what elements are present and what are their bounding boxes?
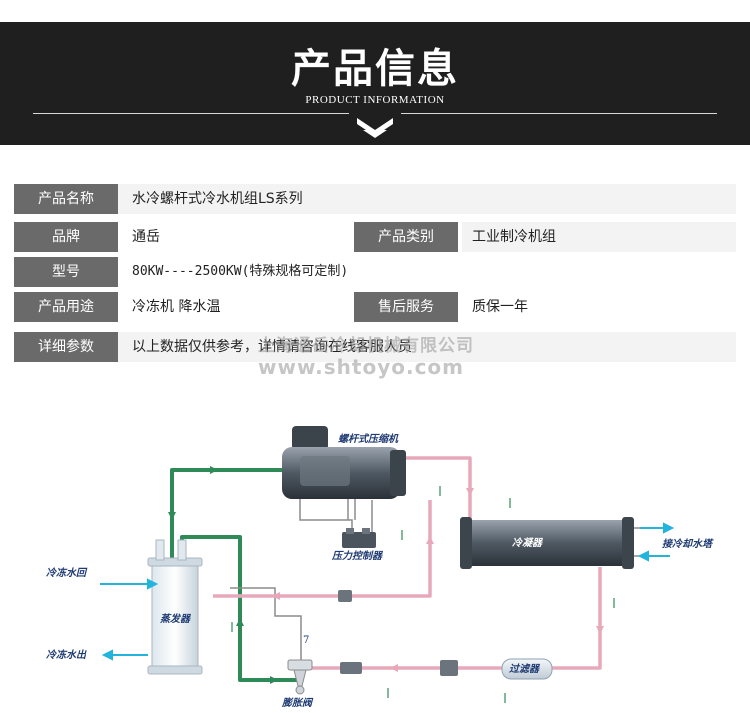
control-lines	[230, 495, 373, 660]
refrigerant-arrows	[272, 488, 604, 672]
value-brand: 通岳	[122, 222, 354, 252]
pipe-compressor-to-condenser	[400, 456, 472, 522]
label-usage: 产品用途	[14, 292, 118, 322]
value-product-name: 水冷螺杆式冷水机组LS系列	[132, 191, 303, 207]
compressor	[282, 426, 406, 499]
flow-arrows	[168, 466, 278, 684]
label-model: 型号	[14, 257, 118, 287]
pressure-controller	[342, 528, 376, 548]
arrow-left-icon	[390, 664, 398, 672]
divider-left	[33, 113, 349, 114]
arrow-left-icon	[272, 592, 280, 600]
pipe-compressor-to-evaporator	[170, 468, 290, 560]
label-service: 售后服务	[354, 292, 458, 322]
page-title: 产品信息	[291, 45, 459, 92]
value-usage: 冷冻机 降水温	[122, 292, 354, 322]
condenser	[460, 517, 660, 569]
label-chilled-out: 冷冻水出	[46, 649, 87, 661]
page-subtitle: PRODUCT INFORMATION	[305, 94, 445, 106]
product-info-header: 产品信息 PRODUCT INFORMATION	[0, 22, 750, 145]
arrow-down-icon	[168, 512, 176, 520]
water-arrows	[100, 522, 675, 661]
label-condenser: 冷凝器	[512, 537, 544, 549]
chevron-down-icon	[357, 118, 393, 138]
value-service: 质保一年	[462, 292, 736, 322]
table-row: 详细参数 以上数据仅供参考，详情请咨询在线客服人员	[14, 332, 736, 362]
arrow-right-icon	[270, 676, 278, 684]
arrow-right-icon	[147, 578, 159, 590]
label-product-name: 产品名称	[14, 184, 118, 214]
arrow-right-icon	[210, 466, 218, 474]
pink-pipes	[213, 456, 602, 670]
arrow-left-icon	[637, 550, 649, 562]
label-evaporator: 蒸发器	[160, 613, 192, 625]
label-compressor: 螺杆式压缩机	[338, 433, 399, 445]
arrow-left-icon	[101, 649, 113, 661]
label-marker: 7	[303, 635, 309, 646]
expansion-valve	[287, 659, 313, 695]
label-expansion-valve: 膨胀阀	[281, 697, 314, 709]
pipe-pressure-line	[213, 500, 432, 598]
arrow-up-icon	[236, 618, 244, 626]
value-model: 80KW----2500KW(特殊规格可定制)	[122, 257, 736, 287]
arrow-right-icon	[663, 522, 675, 534]
arrow-down-icon	[466, 488, 474, 496]
arrow-up-icon	[426, 536, 434, 544]
filter	[501, 658, 553, 680]
value-details: 以上数据仅供参考，详情请咨询在线客服人员	[132, 339, 412, 355]
label-chilled-return: 冷冻水回	[46, 567, 88, 579]
label-cooling-tower: 接冷却水塔	[662, 538, 714, 550]
label-filter: 过滤器	[509, 663, 541, 675]
label-category: 产品类别	[354, 222, 458, 252]
label-brand: 品牌	[14, 222, 118, 252]
arrow-down-icon	[596, 626, 604, 634]
inline-valves	[338, 590, 458, 676]
watermark-url: www.shtoyo.com	[258, 355, 465, 379]
watermark-company: 上海通岳冷却机械有限公司	[258, 336, 474, 356]
table-row: 产品名称 水冷螺杆式冷水机组LS系列	[14, 184, 736, 214]
small-green-ticks	[231, 486, 615, 703]
evaporator	[147, 539, 203, 675]
pipe-condenser-to-filter	[550, 567, 602, 670]
divider-right	[401, 113, 717, 114]
label-pressure-controller: 压力控制器	[331, 550, 384, 562]
value-category: 工业制冷机组	[462, 222, 736, 252]
label-details: 详细参数	[14, 332, 118, 362]
table-row: 品牌 通岳 产品类别 工业制冷机组	[14, 222, 736, 252]
table-row: 型号 80KW----2500KW(特殊规格可定制)	[14, 257, 736, 287]
table-row: 产品用途 冷冻机 降水温 售后服务 质保一年	[14, 292, 736, 322]
